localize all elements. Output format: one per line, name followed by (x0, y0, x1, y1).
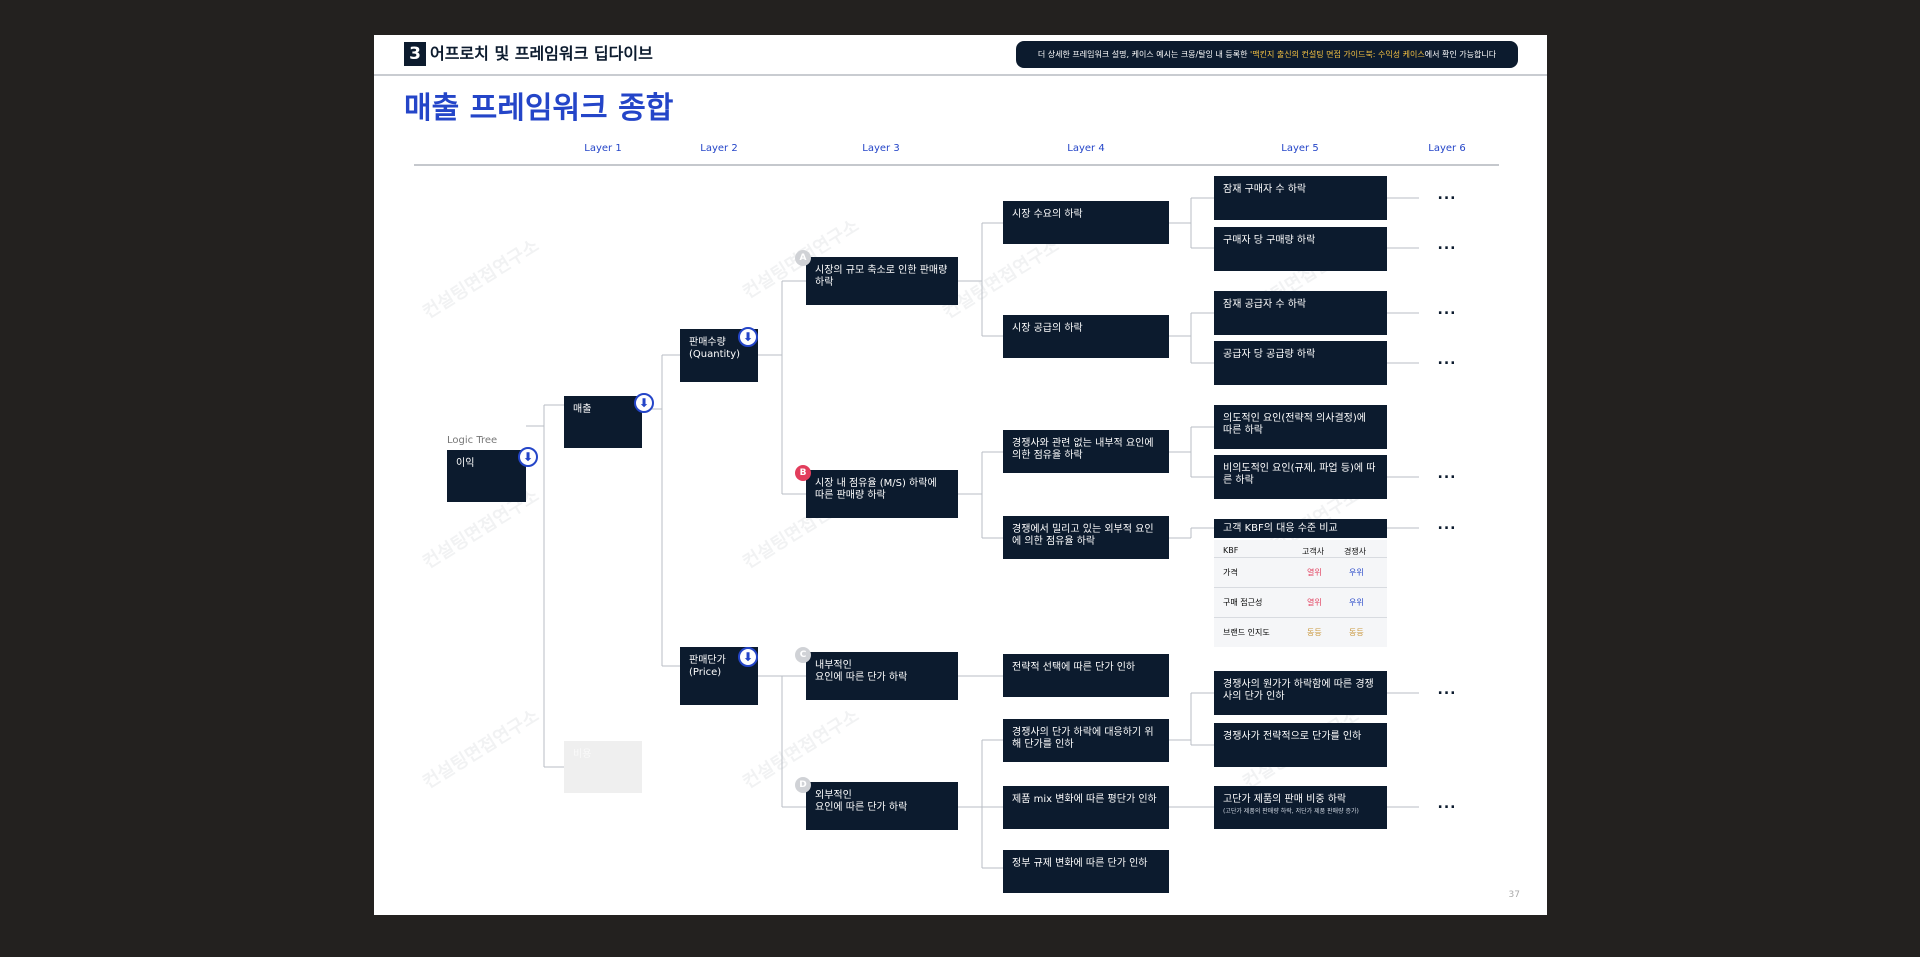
layer-header-4: Layer 4 (1067, 143, 1105, 154)
slide: 3 어프로치 및 프레임워크 딥다이브 더 상세한 프레임워크 설명, 케이스 … (374, 35, 1547, 915)
ellipsis: ... (1437, 302, 1457, 318)
badge-d: D (795, 777, 811, 793)
node-l5-high-price-share: 고단가 제품의 판매 비중 하락 (고단가 제품의 판매량 하락, 저단가 제품 … (1214, 786, 1387, 829)
header-note-suffix: 에서 확인 가능합니다 (1424, 50, 1497, 59)
down-arrow-icon: ⬇ (518, 447, 538, 467)
down-arrow-icon: ⬇ (738, 327, 758, 347)
node-cost: 비용 (564, 741, 642, 793)
table-row: 브랜드 인지도 동등 동등 (1214, 617, 1387, 648)
ellipsis: ... (1437, 187, 1457, 203)
page-title: 매출 프레임워크 종합 (404, 91, 674, 126)
node-l5-competitor-strategic: 경쟁사가 전략적으로 단가를 인하 (1214, 723, 1387, 767)
ellipsis: ... (1437, 352, 1457, 368)
ellipsis: ... (1437, 237, 1457, 253)
kbf-client-value: 열위 (1307, 598, 1322, 607)
badge-b: B (795, 465, 811, 481)
kbf-header-competitor: 경쟁사 (1344, 547, 1367, 556)
node-l5-intentional: 의도적인 요인(전략적 의사결정)에 따른 하락 (1214, 405, 1387, 449)
node-d: 외부적인 요인에 따른 단가 하락 (806, 782, 958, 830)
kbf-header-kbf: KBF (1223, 546, 1239, 555)
node-l5-competitor-cost: 경쟁사의 원가가 하락함에 따른 경쟁사의 단가 인하 (1214, 671, 1387, 715)
node-l5-potential-buyers: 잠재 구매자 수 하락 (1214, 176, 1387, 220)
kbf-row-label: 구매 접근성 (1223, 598, 1263, 607)
kbf-header-client: 고객사 (1302, 547, 1325, 556)
layer-header-5: Layer 5 (1281, 143, 1319, 154)
kbf-row-label: 가격 (1223, 568, 1238, 577)
header-note-highlight: '맥킨지 출신의 컨설팅 면접 가이드북: 수익성 케이스 (1250, 50, 1425, 59)
header-divider (374, 74, 1547, 76)
section-title: 어프로치 및 프레임워크 딥다이브 (430, 44, 653, 63)
kbf-competitor-value: 우위 (1349, 598, 1364, 607)
node-regulation: 정부 규제 변화에 따른 단가 인하 (1003, 850, 1169, 893)
node-a: 시장의 규모 축소로 인한 판매량 하락 (806, 257, 958, 305)
kbf-client-value: 열위 (1307, 568, 1322, 577)
layer-header-3: Layer 3 (862, 143, 900, 154)
node-l5-high-price-share-note: (고단가 제품의 판매량 하락, 저단가 제품 판매량 증가) (1223, 808, 1359, 815)
layer-header-6: Layer 6 (1428, 143, 1466, 154)
node-strategic-price: 전략적 선택에 따른 단가 인하 (1003, 654, 1169, 697)
node-b: 시장 내 점유율 (M/S) 하락에 따른 판매량 하락 (806, 470, 958, 518)
ellipsis: ... (1437, 517, 1457, 533)
tree-connectors (526, 197, 1419, 869)
ellipsis: ... (1437, 682, 1457, 698)
table-row: 가격 열위 우위 (1214, 557, 1387, 588)
node-revenue: 매출 (564, 396, 642, 448)
kbf-table-title: 고객 KBF의 대응 수준 비교 (1214, 519, 1387, 538)
table-row: 구매 접근성 열위 우위 (1214, 587, 1387, 618)
section-number: 3 (404, 42, 426, 66)
node-l5-purchase-per-buyer: 구매자 당 구매량 하락 (1214, 227, 1387, 271)
header-note: 더 상세한 프레임워크 설명, 케이스 예시는 크몽/탈잉 내 등록한 '맥킨지… (1016, 41, 1518, 68)
kbf-table: KBF 고객사 경쟁사 가격 열위 우위 구매 접근성 열위 우위 브랜드 인지… (1214, 540, 1387, 647)
header-note-text: 더 상세한 프레임워크 설명, 케이스 예시는 크몽/탈잉 내 등록한 (1037, 50, 1251, 59)
node-market-supply: 시장 공급의 하락 (1003, 315, 1169, 358)
node-profit: 이익 (447, 450, 526, 502)
layer-divider (414, 164, 1499, 166)
layer-header-2: Layer 2 (700, 143, 738, 154)
badge-c: C (795, 647, 811, 663)
kbf-competitor-value: 우위 (1349, 568, 1364, 577)
ellipsis: ... (1437, 466, 1457, 482)
node-l5-supply-per-supplier: 공급자 당 공급량 하락 (1214, 341, 1387, 385)
page-number: 37 (1508, 890, 1520, 900)
kbf-row-label: 브랜드 인지도 (1223, 628, 1270, 637)
node-l5-unintentional: 비의도적인 요인(규제, 파업 등)에 따른 하락 (1214, 455, 1387, 499)
down-arrow-icon: ⬇ (738, 647, 758, 667)
node-l5-high-price-share-label: 고단가 제품의 판매 비중 하락 (1223, 794, 1347, 805)
kbf-client-value: 동등 (1307, 628, 1322, 637)
layer-header-1: Layer 1 (584, 143, 622, 154)
node-l5-potential-suppliers: 잠재 공급자 수 하락 (1214, 291, 1387, 335)
node-product-mix: 제품 mix 변화에 따른 평단가 인하 (1003, 786, 1169, 829)
logic-tree-label: Logic Tree (447, 435, 498, 446)
badge-a: A (795, 250, 811, 266)
node-c: 내부적인 요인에 따른 단가 하락 (806, 652, 958, 700)
node-market-demand: 시장 수요의 하락 (1003, 201, 1169, 244)
kbf-competitor-value: 동등 (1349, 628, 1364, 637)
node-internal-share: 경쟁사와 관련 없는 내부적 요인에 의한 점유율 하락 (1003, 430, 1169, 473)
down-arrow-icon: ⬇ (634, 393, 654, 413)
node-compete-price: 경쟁사의 단가 하락에 대응하기 위해 단가를 인하 (1003, 719, 1169, 762)
ellipsis: ... (1437, 796, 1457, 812)
node-external-share: 경쟁에서 밀리고 있는 외부적 요인에 의한 점유율 하락 (1003, 516, 1169, 559)
